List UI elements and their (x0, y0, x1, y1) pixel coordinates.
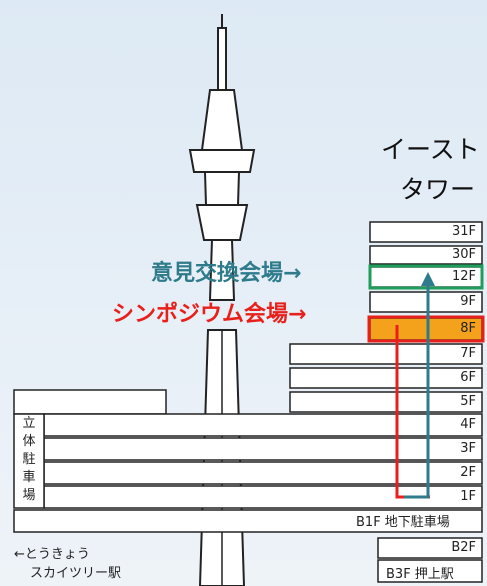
station-label-line2: スカイツリー駅 (30, 566, 122, 581)
east-tower-title: イースト (381, 135, 480, 164)
east-tower-floors (13, 221, 483, 583)
floor-5f-box (289, 391, 483, 413)
floor-b2f-label: B2F (451, 540, 476, 555)
floor-4f-label: 4F (460, 417, 476, 432)
meeting-floor-highlight (368, 264, 484, 290)
parking-char-1: 立 (22, 416, 36, 431)
meeting-route-arrowhead (421, 272, 435, 286)
left-annex-roof (13, 389, 167, 415)
station-label-line1: ←とうきょう (14, 547, 90, 562)
floor-2f-label: 2F (460, 465, 476, 480)
floor-9f-box (369, 291, 483, 313)
floor-6f-label: 6F (460, 370, 476, 385)
parking-char-4: 車 (22, 470, 36, 485)
parking-char-2: 体 (22, 434, 36, 449)
floor-b1f-box (13, 509, 483, 533)
tower-antenna (217, 27, 227, 91)
floor-8f-label: 8F (460, 321, 476, 336)
symposium-floor-highlight (367, 315, 485, 343)
floor-7f-box (289, 343, 483, 365)
east-tower-subtitle: タワー (400, 175, 476, 204)
meeting-route (404, 282, 430, 499)
floor-30f-box (369, 245, 483, 265)
parking-char-5: 場 (22, 488, 36, 503)
floor-9f-label: 9F (460, 294, 476, 309)
floor-b2f-box (377, 537, 483, 559)
floor-7f-label: 7F (460, 346, 476, 361)
floor-30f-label: 30F (451, 247, 476, 262)
tower-upper-deck (188, 149, 256, 173)
tower-upper-shaft (200, 89, 244, 151)
floor-6f-box (289, 367, 483, 389)
floor-31f-label: 31F (451, 224, 476, 239)
floor-12f-label: 12F (451, 269, 476, 284)
floor-5f-label: 5F (460, 394, 476, 409)
tower-lower-deck (195, 204, 249, 241)
tower-neck (208, 239, 236, 301)
symposium-venue-label: シンポジウム会場→ (112, 302, 307, 327)
meeting-venue-label: 意見交換会場→ (151, 261, 302, 286)
floor-31f-box (369, 221, 483, 243)
floor-b3f-label: B3F 押上駅 (386, 567, 454, 582)
tower-mid-shaft (203, 171, 241, 206)
parking-label-box (13, 413, 45, 509)
floor-1f-label: 1F (460, 489, 476, 504)
floor-3f-label: 3F (460, 441, 476, 456)
floor-b3f-box (377, 559, 483, 583)
floor-b1f-label: B1F 地下駐車場 (356, 515, 450, 530)
parking-char-3: 駐 (22, 452, 36, 467)
